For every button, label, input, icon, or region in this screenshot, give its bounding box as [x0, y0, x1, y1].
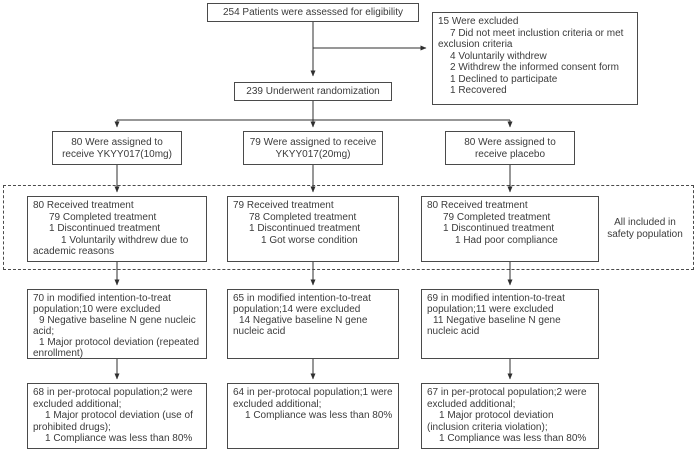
text-line: 1 Discontinued treatment	[249, 223, 361, 234]
treatment-10mg-box: 80 Received treatment 79 Completed treat…	[27, 196, 207, 262]
per-protocol-placebo-box: 67 in per-protocal population;2 were exc…	[421, 383, 599, 449]
text-line: 1 Compliance was less than 80%	[245, 410, 393, 421]
safety-population-outline	[3, 185, 694, 270]
mitt-20mg-box: 65 in modified intention-to-treat popula…	[227, 289, 399, 359]
text-line: 79 Were assigned to receive YKYY017(20mg…	[249, 137, 377, 160]
text-line: 2 Withdrew the informed consent form	[450, 62, 619, 73]
per-protocol-20mg-box: 64 in per-protocal population;1 were exc…	[227, 383, 399, 449]
text-line: 1 Major protocol deviation (inclusion cr…	[427, 410, 554, 433]
assigned-10mg-box: 80 Were assigned to receive YKYY017(10mg…	[52, 131, 182, 165]
text-line: 1 Major protocol deviation (use of prohi…	[33, 410, 193, 433]
text-line: 1 Compliance was less than 80%	[45, 433, 193, 444]
text-line: 64 in per-protocal population;1 were exc…	[233, 387, 393, 410]
text-line: 1 Discontinued treatment	[443, 223, 555, 234]
text-line: 68 in per-protocal population;2 were exc…	[33, 387, 193, 410]
text-line: 80 Received treatment	[427, 200, 528, 211]
text-line: 14 Negative baseline N gene nucleic acid	[233, 315, 368, 337]
text-line: 254 Patients were assessed for eligibili…	[222, 7, 404, 19]
text-line: 67 in per-protocal population;2 were exc…	[427, 387, 587, 410]
text-line: 78 Completed treatment	[249, 211, 357, 223]
text-line: 4 Voluntarily withdrew	[450, 50, 547, 62]
text-line: 1 Recovered	[450, 85, 507, 96]
per-protocol-10mg-box: 68 in per-protocal population;2 were exc…	[27, 383, 207, 449]
text-line: 70 in modified intention-to-treat popula…	[33, 293, 171, 315]
text-line: 79 Completed treatment	[49, 211, 157, 223]
text-line: 1 Declined to participate	[450, 73, 558, 85]
randomization-box: 239 Underwent randomization	[234, 82, 392, 101]
text-line: 1 Had poor compliance	[455, 234, 558, 246]
treatment-placebo-box: 80 Received treatment 79 Completed treat…	[421, 196, 599, 262]
text-line: 79 Completed treatment	[443, 211, 551, 223]
assigned-placebo-box: 80 Were assigned to receive placebo	[445, 131, 575, 165]
excluded-box: 15 Were excluded 7 Did not meet inclusti…	[432, 12, 638, 105]
text-line: 9 Negative baseline N gene nucleic acid;	[33, 315, 196, 337]
text-line: 80 Were assigned to receive placebo	[464, 137, 556, 160]
text-line: 11 Negative baseline N gene nucleic acid	[427, 315, 561, 337]
treatment-20mg-box: 79 Received treatment 78 Completed treat…	[227, 196, 399, 262]
text-line: 239 Underwent randomization	[246, 86, 380, 98]
eligibility-box: 254 Patients were assessed for eligibili…	[207, 3, 419, 22]
assigned-20mg-box: 79 Were assigned to receive YKYY017(20mg…	[243, 131, 383, 165]
text-line: 69 in modified intention-to-treat popula…	[427, 293, 565, 315]
mitt-10mg-box: 70 in modified intention-to-treat popula…	[27, 289, 207, 359]
text-line: 1 Major protocol deviation (repeated enr…	[33, 337, 200, 359]
flow-arrow-lines	[114, 22, 513, 380]
text-line: 1 Discontinued treatment	[49, 223, 161, 234]
text-line: 80 Received treatment	[33, 200, 134, 211]
text-line: 1 Got worse condition	[261, 234, 358, 246]
text-line: 15 Were excluded	[438, 16, 519, 27]
text-line: 79 Received treatment	[233, 200, 334, 211]
text-line: 1 Compliance was less than 80%	[439, 433, 587, 444]
text-line: 7 Did not meet inclustion criteria or me…	[438, 27, 624, 51]
text-line: 80 Were assigned to receive YKYY017(10mg…	[62, 137, 172, 160]
mitt-placebo-box: 69 in modified intention-to-treat popula…	[421, 289, 599, 359]
text-line: 65 in modified intention-to-treat popula…	[233, 293, 371, 315]
text-line: 1 Voluntarily withdrew due to academic r…	[33, 234, 189, 258]
safety-population-label: All included in safety population	[607, 217, 683, 240]
